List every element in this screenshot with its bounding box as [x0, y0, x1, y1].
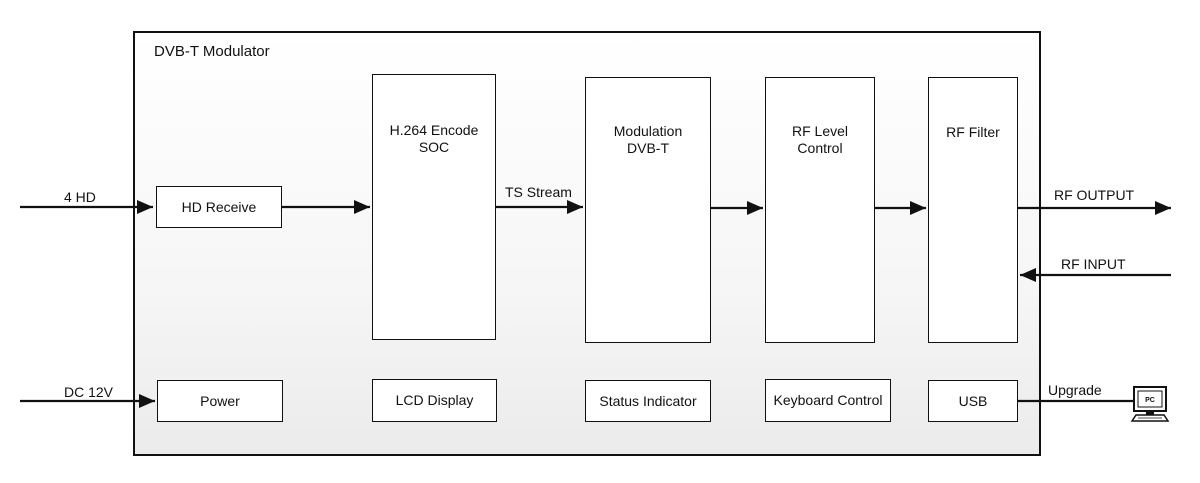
label-hd-input: 4 HD: [64, 189, 96, 205]
module-title: DVB-T Modulator: [154, 43, 270, 60]
label-dc-12v: DC 12V: [64, 384, 114, 400]
encoder-soc-block: H.264 Encode SOC: [372, 74, 496, 340]
modulation-block: Modulation DVB-T: [585, 77, 711, 343]
pc-icon-label: PC: [1145, 397, 1155, 404]
label-upgrade: Upgrade: [1048, 382, 1102, 398]
rf-level-control-block: RF Level Control: [765, 77, 875, 343]
label-ts-stream: TS Stream: [505, 184, 572, 200]
hd-receive-block: HD Receive: [156, 186, 282, 228]
pc-monitor-icon: [1130, 386, 1170, 422]
keyboard-control-block: Keyboard Control: [765, 379, 891, 422]
power-block: Power: [157, 380, 283, 422]
rf-filter-block: RF Filter: [928, 77, 1018, 343]
label-rf-output: RF OUTPUT: [1054, 187, 1135, 203]
label-rf-input: RF INPUT: [1061, 256, 1126, 272]
usb-block: USB: [928, 380, 1018, 422]
lcd-display-block: LCD Display: [372, 379, 497, 422]
status-indicator-block: Status Indicator: [585, 380, 711, 422]
